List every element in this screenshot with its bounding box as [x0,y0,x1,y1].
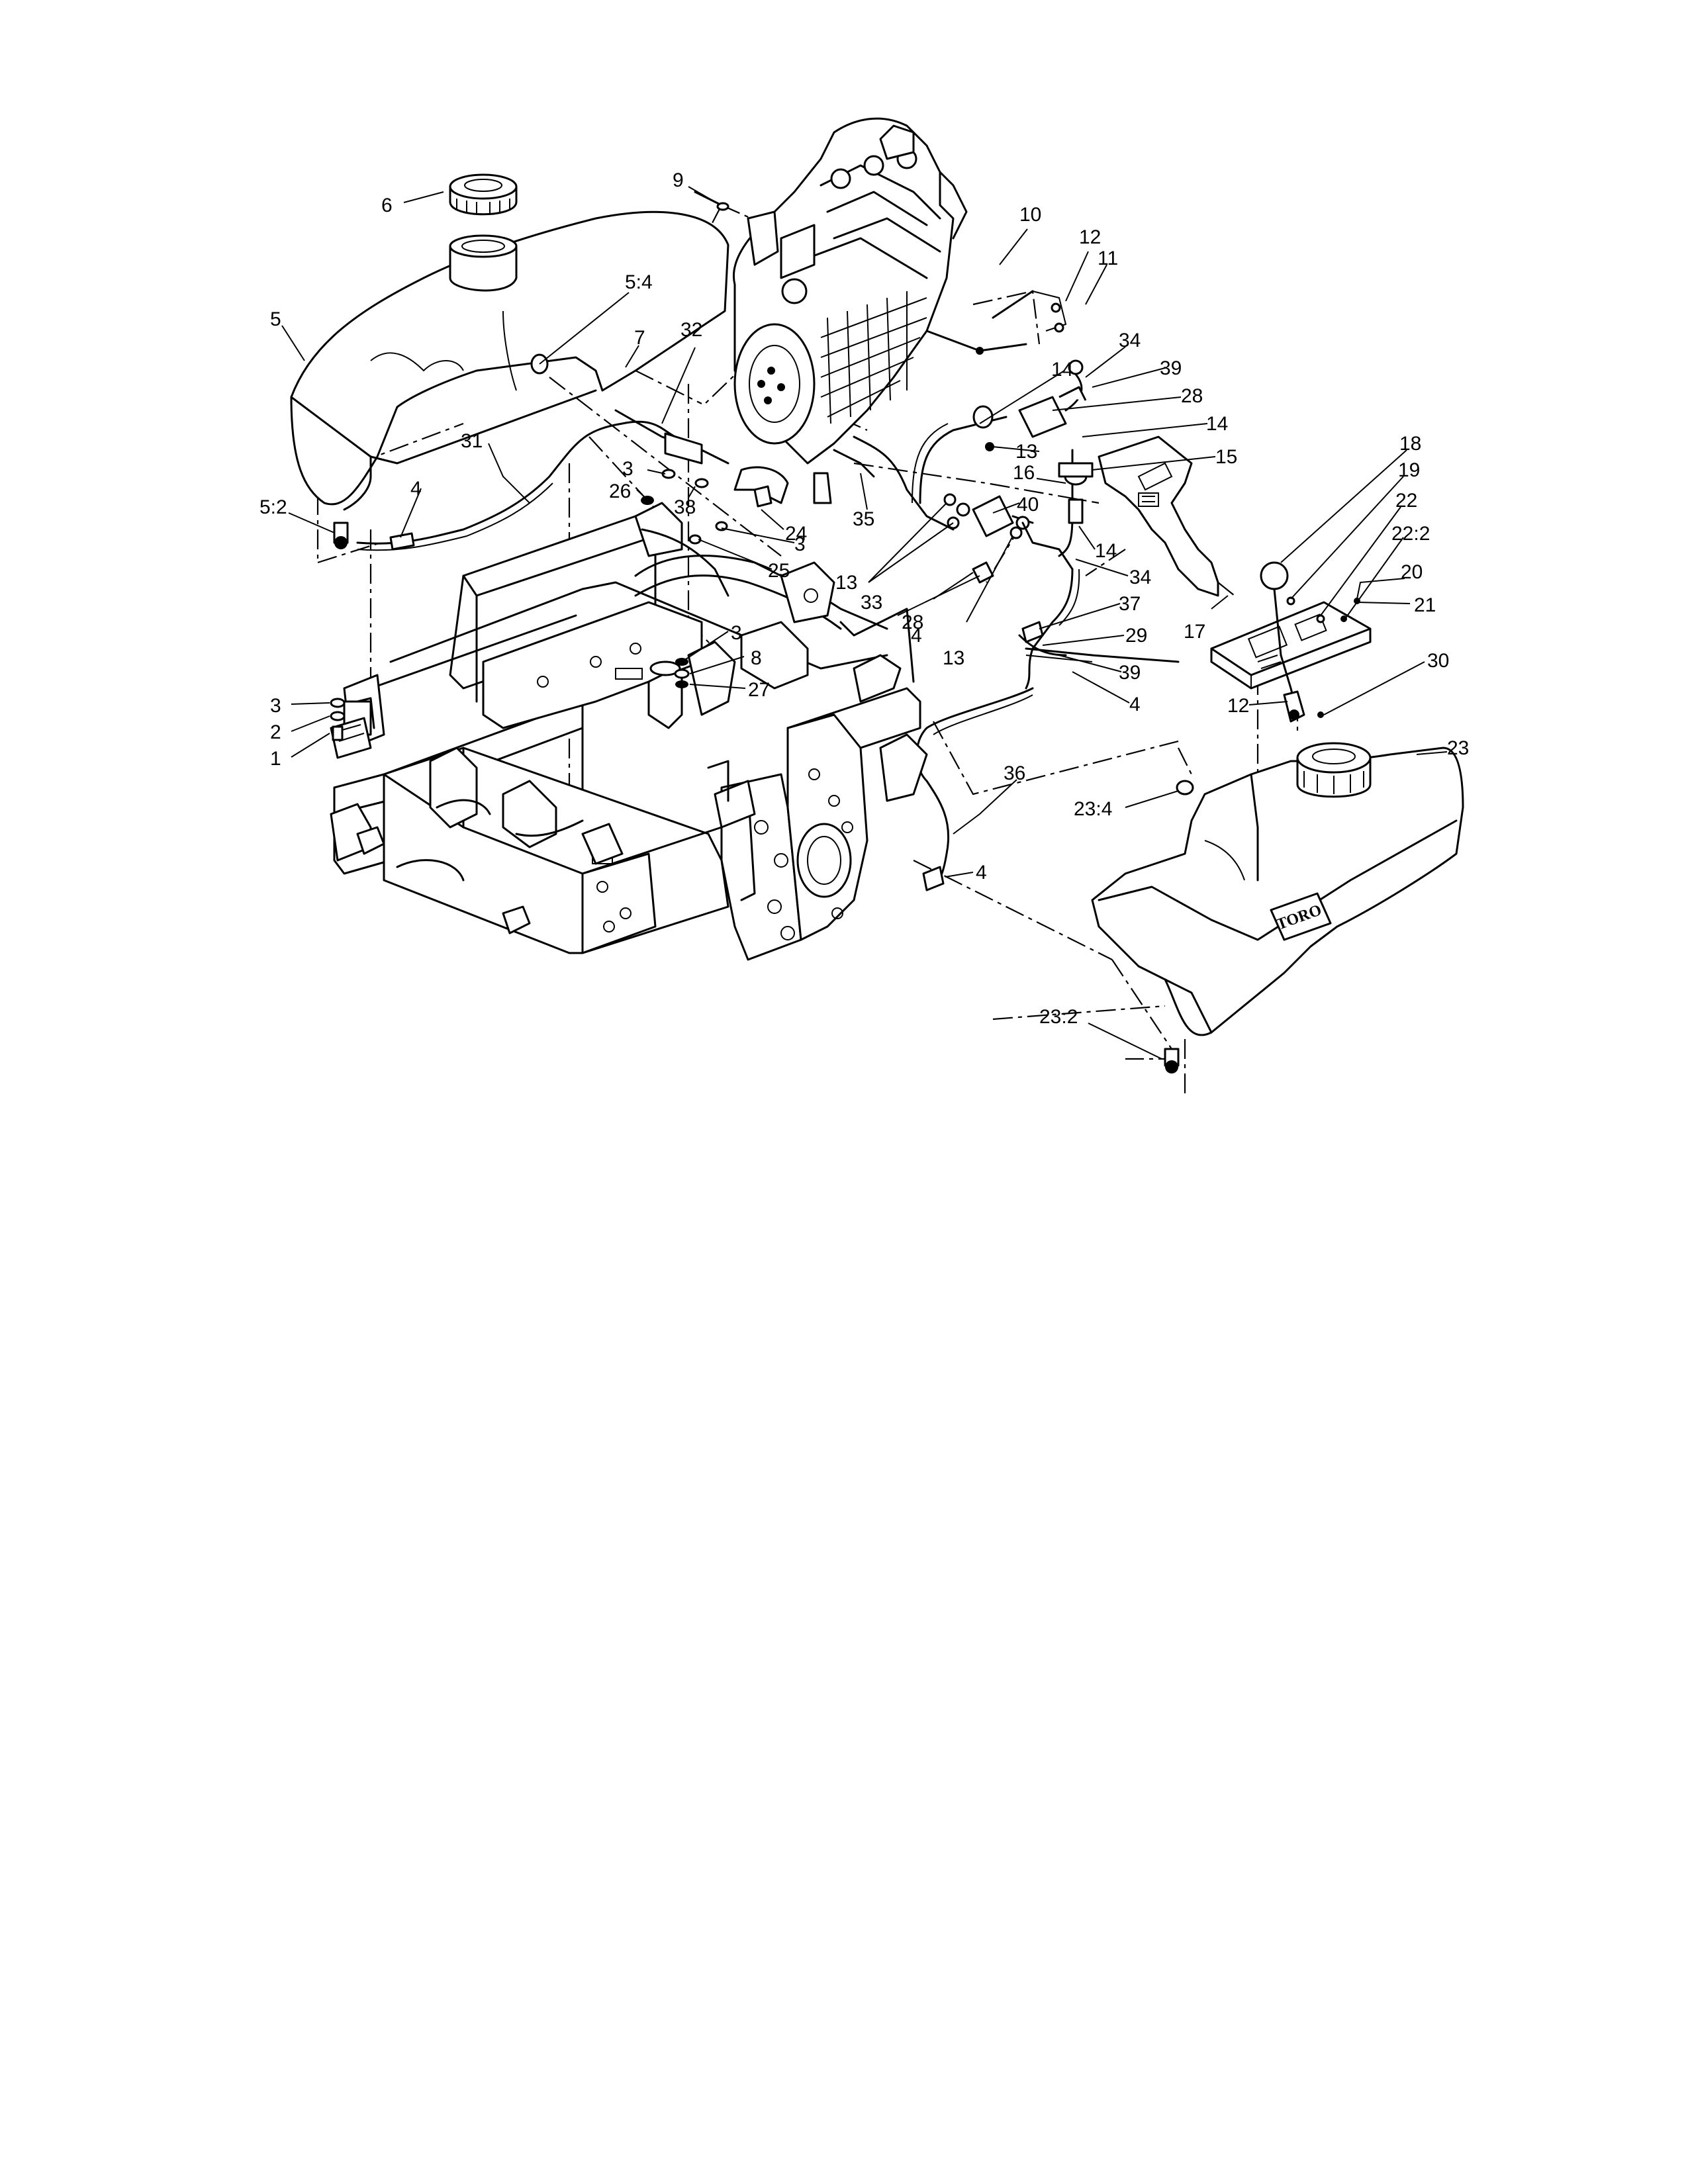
callout-label: 17 [1184,621,1205,643]
callout-label: 31 [461,430,483,452]
callout-label: 18 [1399,433,1421,455]
callout-label: 28 [902,612,923,633]
callout-label: 3 [794,533,806,555]
leader-lines [281,186,1448,1060]
callout-label: 4 [911,625,922,647]
callout-label: 4 [410,478,422,500]
throttle-control-panel [1210,561,1372,723]
callout-label: 2 [270,721,281,743]
engine [694,117,1067,465]
hardware [330,469,773,741]
callout-label: 22 [1395,490,1417,512]
callout-label: 14 [1051,359,1073,381]
callout-label: 13 [835,572,857,594]
callout-label: 30 [1427,650,1449,672]
callout-label: 20 [1401,561,1423,583]
right-fuel-tank: TORO [1091,742,1464,1073]
callout-label: 3 [731,622,742,644]
callout-label: 32 [680,319,702,341]
callout-label: 34 [1119,330,1141,351]
callout-label: 25 [768,560,790,582]
filter-bracket [1098,435,1219,597]
left-fuel-tank [290,210,729,549]
callout-label: 3 [622,458,633,480]
callout-label: 22:2 [1391,523,1430,545]
callout-label: 23:4 [1074,798,1112,820]
callout-label: 28 [1181,385,1203,407]
callout-label: 29 [1125,625,1147,647]
callout-label: 39 [1160,357,1182,379]
callout-label: 21 [1414,594,1436,616]
callout-label: 16 [1013,462,1035,484]
callout-label: 6 [381,195,393,216]
callout-label: 37 [1119,593,1141,615]
callout-label: 23 [1447,737,1469,759]
callout-label: 4 [976,862,987,884]
callout-label: 4 [1129,694,1141,715]
callout-label: 13 [943,647,964,669]
fuel-lines [356,359,1180,891]
callout-labels: 9 6 10 12 11 5:4 5 7 32 34 39 14 28 14 1… [259,169,1469,1028]
callout-label: 19 [1398,459,1420,481]
callout-label: 14 [1095,540,1117,562]
callout-label: 35 [853,508,874,530]
callout-label: 24 [785,523,807,545]
callout-label: 23:2 [1039,1006,1078,1028]
callout-label: 34 [1129,567,1151,588]
callout-label: 27 [748,679,770,701]
callout-label: 26 [609,480,631,502]
callout-label: 33 [861,592,882,614]
callout-label: 36 [1004,762,1025,784]
callout-label: 10 [1019,204,1041,226]
callout-label: 39 [1119,662,1141,684]
callout-label: 38 [674,496,696,518]
callout-label: 9 [673,169,684,191]
callout-label: 13 [1015,441,1037,463]
callout-label: 14 [1206,413,1228,435]
callout-label: 40 [1017,494,1039,516]
fuel-cap-left [449,173,518,216]
callout-label: 3 [270,695,281,717]
callout-label: 5:2 [259,496,287,518]
callout-label: 12 [1079,226,1101,248]
callout-label: 7 [634,327,645,349]
callout-label: 11 [1098,248,1118,269]
callout-label: 12 [1227,695,1249,717]
mower-frame [330,502,928,961]
callout-label: 8 [751,647,762,669]
callout-label: 15 [1215,446,1237,468]
callout-label: 5:4 [625,271,653,293]
callout-label: 5 [270,308,281,330]
callout-label: 1 [270,748,281,770]
